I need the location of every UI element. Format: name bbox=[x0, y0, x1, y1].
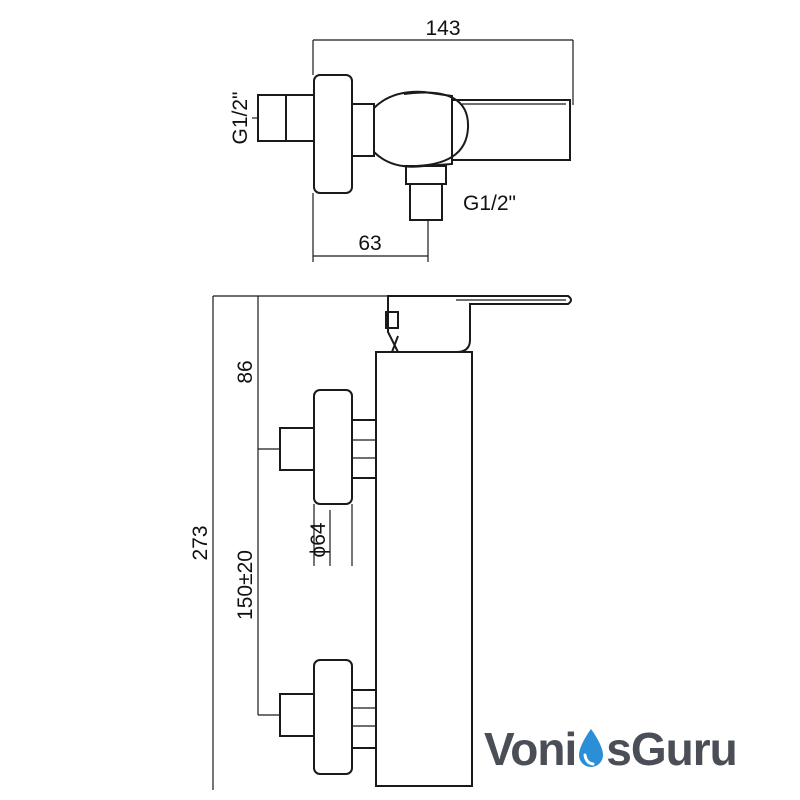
dim-label-63: 63 bbox=[358, 232, 381, 255]
upper-escutcheon bbox=[313, 389, 353, 505]
nut bbox=[351, 103, 375, 157]
lever bbox=[452, 99, 571, 161]
lower-nut bbox=[351, 689, 377, 749]
lever-pin bbox=[385, 311, 399, 329]
dim-label-150: 150±20 bbox=[234, 550, 257, 620]
upper-stub bbox=[279, 427, 315, 471]
outlet-nut bbox=[405, 165, 447, 185]
inlet-stub bbox=[257, 94, 287, 142]
dim-label-273: 273 bbox=[189, 525, 212, 560]
dim-label-64: ϕ64 bbox=[307, 522, 330, 557]
water-drop-icon bbox=[576, 727, 606, 771]
lever-front bbox=[387, 295, 572, 353]
thread-label-bottom: G1/2" bbox=[463, 192, 516, 215]
escutcheon-plate bbox=[313, 74, 353, 194]
lower-stub bbox=[279, 693, 315, 737]
logo-text-guru: Guru bbox=[630, 723, 738, 775]
lower-escutcheon bbox=[313, 659, 353, 775]
logo-text-voni: Voni bbox=[484, 723, 577, 775]
mixer-column bbox=[375, 351, 473, 787]
upper-nut bbox=[351, 419, 377, 479]
logo-text-s: s bbox=[606, 723, 632, 775]
outlet-stub bbox=[409, 183, 443, 221]
inlet-connector bbox=[285, 94, 315, 142]
lever-neck bbox=[391, 335, 399, 353]
top-view: 143 G1/2" G1/2" 63 bbox=[229, 17, 574, 262]
mixer-body bbox=[373, 90, 453, 168]
thread-label-left: G1/2" bbox=[229, 92, 252, 145]
dim-label-143: 143 bbox=[425, 17, 460, 40]
mixer-dome bbox=[403, 91, 470, 168]
front-view: 273 86 150±20 ϕ64 bbox=[189, 295, 572, 790]
dim-label-86: 86 bbox=[234, 360, 257, 383]
